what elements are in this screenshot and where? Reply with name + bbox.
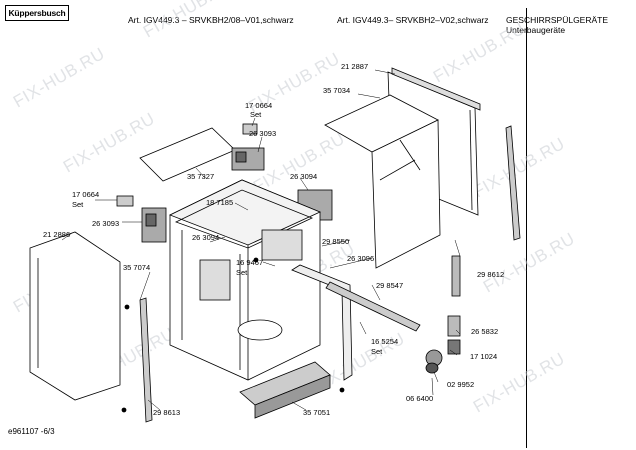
hinge-unit <box>141 147 265 243</box>
part-label: 16 5254 <box>371 337 399 346</box>
part-label: 17 0664 <box>72 190 100 199</box>
brand-logo: Küppersbusch <box>5 5 69 21</box>
mounting-bracket <box>116 123 258 207</box>
part-label: 18 7185 <box>206 198 234 207</box>
part-label: 29 8550 <box>322 237 350 246</box>
part-label: 26 3096 <box>347 254 375 263</box>
dishwasher-tub <box>168 179 322 381</box>
part-label: Set <box>72 200 84 209</box>
leader-lines <box>61 69 461 411</box>
part-label: 35 7051 <box>303 408 331 417</box>
part-label: 17 0664 <box>245 101 273 110</box>
part-label: 21 2886 <box>43 230 71 239</box>
part-label: 02 9952 <box>447 380 475 389</box>
appliance-category: GESCHIRRSPÜLGERÄTE <box>506 15 609 25</box>
drawing-code: e961107 -6/3 <box>8 427 55 436</box>
part-label: 26 3093 <box>92 219 120 228</box>
part-label: 35 7074 <box>123 263 151 272</box>
part-label: 35 7034 <box>323 86 351 95</box>
appliance-subcategory: Unterbaugeräte <box>506 25 566 35</box>
part-label: Set <box>371 347 383 356</box>
door-seal-left <box>139 297 153 423</box>
article-variant-1: Art. IGV449.3 – SRVKBH2/08–V01,schwarz <box>128 15 294 25</box>
spray-tube <box>325 281 421 332</box>
part-label: Set <box>236 268 248 277</box>
part-label: 17 1024 <box>470 352 498 361</box>
part-label: 16 9467 <box>236 258 264 267</box>
part-label: 29 8613 <box>153 408 181 417</box>
part-label: 29 8547 <box>376 281 404 290</box>
part-label: 26 3094 <box>192 233 220 242</box>
article-variant-2: Art. IGV449.3– SRVKBH2–V02,schwarz <box>337 15 489 25</box>
part-label: 26 5832 <box>471 327 499 336</box>
part-label: 21 2887 <box>341 62 369 71</box>
part-label: 26 3093 <box>249 129 277 138</box>
insulation-mat <box>324 94 441 269</box>
base-plinth <box>239 361 331 419</box>
divider-line <box>526 8 527 448</box>
screw-icon <box>121 257 345 413</box>
leveling-foot <box>425 255 461 374</box>
side-panel-left <box>29 231 121 401</box>
part-label: 35 7327 <box>187 172 215 181</box>
door-seal-right <box>505 125 521 241</box>
part-label: 26 3094 <box>290 172 318 181</box>
part-label: 29 8612 <box>477 270 505 279</box>
part-label: Set <box>250 110 262 119</box>
part-label: 06 6400 <box>406 394 434 403</box>
